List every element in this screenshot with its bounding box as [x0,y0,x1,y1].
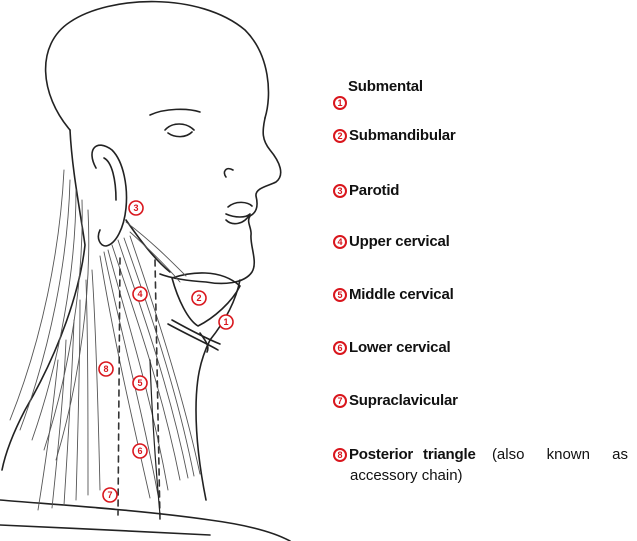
legend-note-line-2-row: accessory chain) [350,467,463,484]
svg-text:3: 3 [133,203,138,213]
svg-text:1: 1 [223,317,228,327]
svg-text:6: 6 [137,446,142,456]
ear [92,145,126,246]
legend-note-line-1: (also known as [492,446,628,463]
legend-label: Parotid [349,182,399,199]
number-badge: 1 [333,96,347,110]
legend-item-submandibular: 2 Submandibular [333,127,456,144]
face-profile [160,118,281,283]
legend-item-posterior-triangle: 8 Posterior triangle (also known as [333,446,628,463]
badge-2: 2 [192,291,206,305]
eye [165,124,194,137]
legend-item-parotid: 3 Parotid [333,182,399,199]
number-badge: 4 [333,235,347,249]
badge-4: 4 [133,287,147,301]
legend-item-upper-cervical: 4 Upper cervical [333,233,450,250]
badge-3: 3 [129,201,143,215]
svg-text:8: 8 [103,364,108,374]
badge-8: 8 [99,362,113,376]
badge-6: 6 [133,444,147,458]
svg-text:7: 7 [107,490,112,500]
badge-5: 5 [133,376,147,390]
legend-label: Upper cervical [349,233,450,250]
svg-text:4: 4 [137,289,142,299]
neck-back [2,130,85,470]
eyebrow [150,109,200,115]
number-badge: 3 [333,184,347,198]
legend-item-middle-cervical: 5 Middle cervical [333,286,454,303]
dashed-chain-1 [118,258,120,515]
number-badge: 8 [333,448,347,462]
legend-note-line-2: accessory chain) [350,467,463,484]
badge-7: 7 [103,488,117,502]
nostril [224,169,233,177]
legend-label: Submandibular [349,127,456,144]
legend: Submental 1 2 Submandibular 3 Parotid 4 … [330,0,630,541]
number-badge: 2 [333,129,347,143]
svg-text:5: 5 [137,378,142,388]
legend-item-submental: Submental [348,78,423,95]
head-outline [46,2,269,130]
number-badge: 7 [333,394,347,408]
badge-1: 1 [219,315,233,329]
legend-badge-1: 1 [333,96,349,110]
legend-label: Posterior triangle [349,446,476,463]
legend-label: Supraclavicular [349,392,458,409]
legend-item-supraclavicular: 7 Supraclavicular [333,392,458,409]
legend-label: Lower cervical [349,339,450,356]
legend-label: Middle cervical [349,286,454,303]
legend-item-lower-cervical: 6 Lower cervical [333,339,450,356]
number-badge: 6 [333,341,347,355]
legend-label: Submental [348,78,423,95]
svg-text:2: 2 [196,293,201,303]
clavicle [0,500,290,541]
number-badge: 5 [333,288,347,302]
